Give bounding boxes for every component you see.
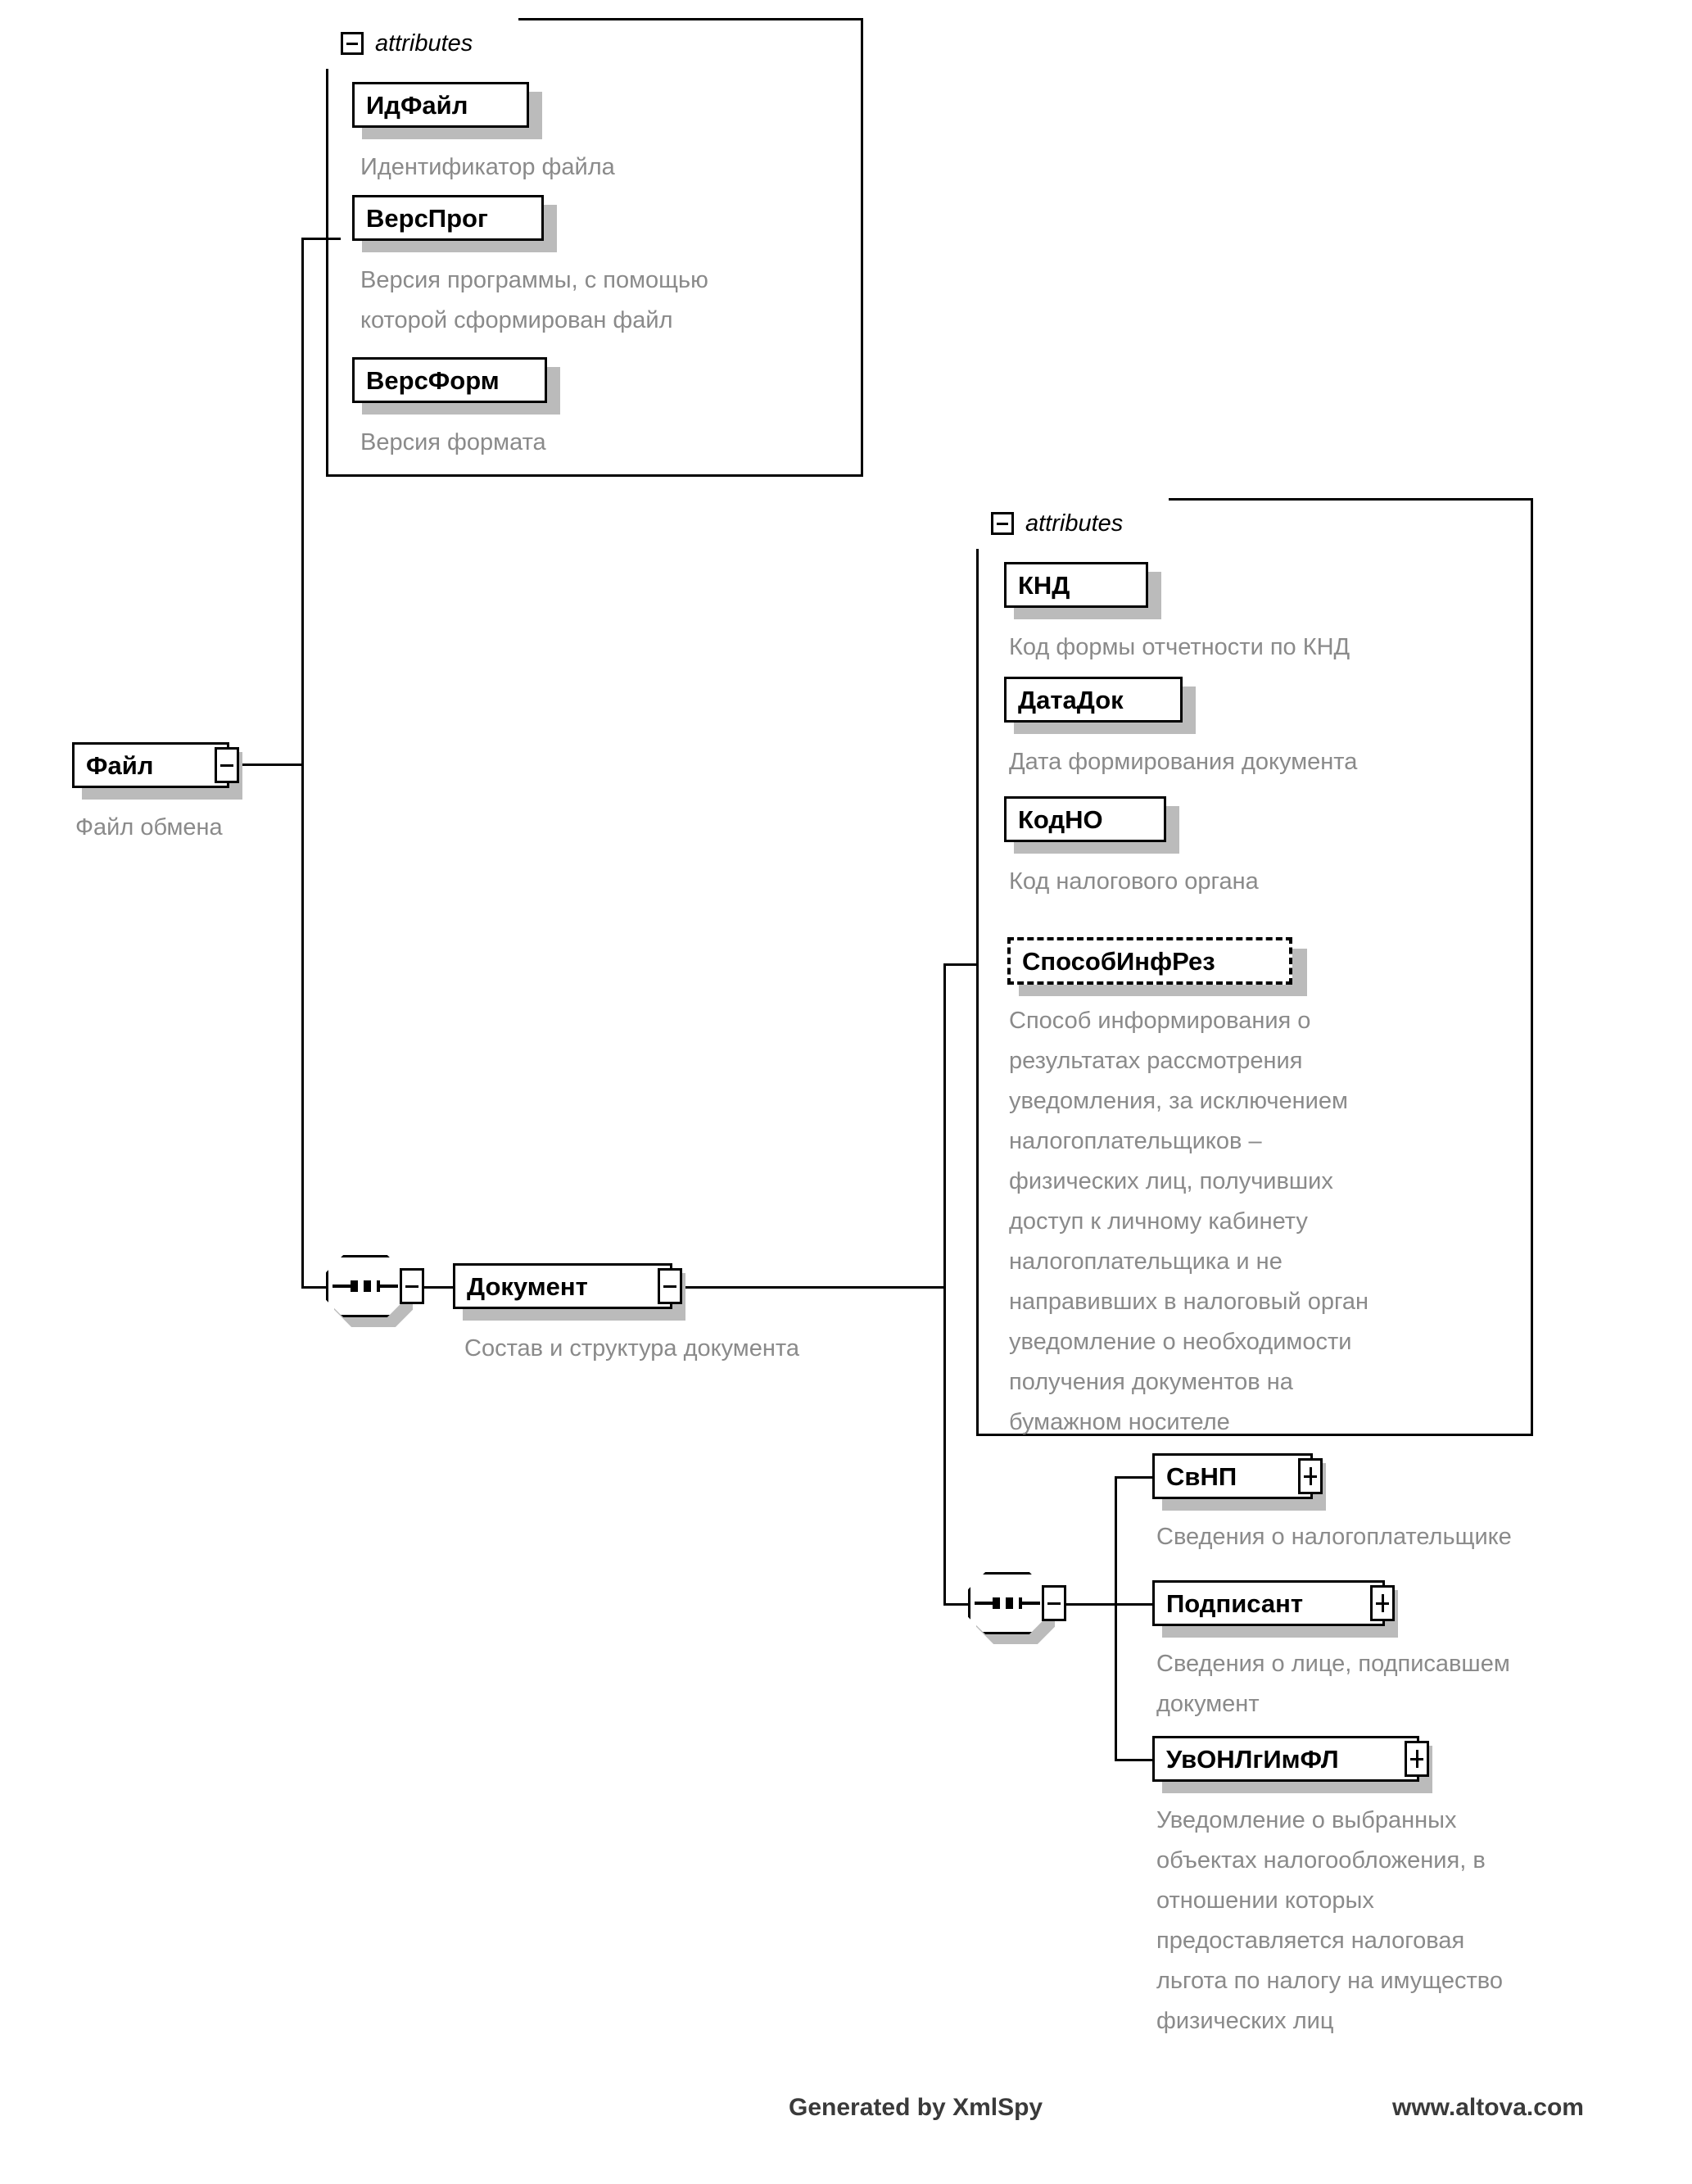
header-mask bbox=[328, 66, 523, 70]
sequence-dots bbox=[975, 1597, 1040, 1609]
sequence-dots bbox=[333, 1280, 398, 1292]
attribute-box-idfail[interactable]: ИдФайл bbox=[352, 82, 529, 128]
connector-document-attributes bbox=[943, 963, 976, 966]
element-name: Документ bbox=[467, 1271, 588, 1301]
collapse-minus-icon[interactable] bbox=[991, 512, 1014, 535]
footer-generated-by: Generated by XmlSpy bbox=[789, 2094, 1043, 2121]
connector-document-children-seq bbox=[943, 1603, 968, 1606]
connector-to-podpisant bbox=[1115, 1603, 1152, 1606]
attribute-doc-sposobinfrez: Способ информирования о результатах расс… bbox=[1009, 1008, 1369, 1435]
attribute-box-datadok[interactable]: ДатаДок bbox=[1004, 677, 1183, 723]
file-attributes-border bbox=[326, 18, 863, 477]
element-doc-uvonlgimfl: Уведомление о выбранных объектах налогоо… bbox=[1156, 1807, 1503, 2034]
file-attributes-panel bbox=[326, 18, 863, 477]
sequence-compositor-icon[interactable] bbox=[326, 1255, 413, 1327]
connector-document-right bbox=[684, 1286, 946, 1289]
attribute-doc-versprog: Версия программы, с помощью которой сфор… bbox=[360, 267, 708, 333]
connector-seq-to-document bbox=[424, 1286, 453, 1289]
connector-childseq-out bbox=[1066, 1603, 1117, 1606]
sequence-collapse-minus-icon[interactable] bbox=[400, 1268, 424, 1304]
connector-file-attributes bbox=[301, 238, 341, 240]
element-doc-podpisant: Сведения о лице, подписавшем документ bbox=[1156, 1651, 1510, 1717]
connector-to-svnp bbox=[1115, 1476, 1152, 1479]
attribute-doc-idfail: Идентификатор файла bbox=[360, 154, 615, 180]
attributes-label: attributes bbox=[375, 29, 473, 57]
element-box-svnp[interactable]: СвНП bbox=[1152, 1453, 1323, 1499]
expand-plus-icon[interactable] bbox=[1370, 1585, 1395, 1621]
attribute-name: ВерсФорм bbox=[366, 365, 500, 395]
element-name: Файл bbox=[86, 750, 154, 780]
sequence-collapse-minus-icon[interactable] bbox=[1042, 1585, 1066, 1621]
connector-document-children-trunk bbox=[943, 963, 946, 1606]
connector-document-branch bbox=[301, 1286, 326, 1289]
connector-to-uvonlgimfl bbox=[1115, 1759, 1152, 1761]
connector-main-trunk bbox=[301, 238, 304, 1286]
element-name: СвНП bbox=[1166, 1461, 1237, 1491]
attribute-doc-datadok: Дата формирования документа bbox=[1009, 749, 1358, 775]
attribute-box-kodno[interactable]: КодНО bbox=[1004, 796, 1166, 842]
attribute-box-sposobinfrez[interactable]: СпособИнфРез bbox=[1007, 937, 1292, 985]
attribute-box-versform[interactable]: ВерсФорм bbox=[352, 357, 547, 403]
attribute-name: КНД bbox=[1018, 570, 1070, 600]
sequence-compositor-icon-children[interactable] bbox=[968, 1572, 1055, 1644]
connector-children-fan bbox=[1115, 1476, 1117, 1761]
attribute-name: ДатаДок bbox=[1018, 685, 1124, 714]
element-box-dokument[interactable]: Документ bbox=[453, 1263, 682, 1309]
element-doc-dokument: Состав и структура документа bbox=[464, 1335, 799, 1362]
footer-website: www.altova.com bbox=[1392, 2094, 1584, 2121]
attribute-name: ВерсПрог bbox=[366, 203, 488, 233]
element-name: Подписант bbox=[1166, 1588, 1304, 1618]
element-box-fail[interactable]: Файл bbox=[72, 742, 239, 788]
connector-file-stub bbox=[233, 763, 303, 766]
element-doc-fail: Файл обмена bbox=[75, 814, 223, 841]
expand-plus-icon[interactable] bbox=[1405, 1741, 1429, 1777]
attribute-name: СпособИнфРез bbox=[1022, 946, 1215, 976]
attribute-name: ИдФайл bbox=[366, 90, 468, 120]
document-attributes-panel bbox=[976, 498, 1533, 1436]
collapse-minus-icon[interactable] bbox=[341, 32, 364, 55]
collapse-minus-icon[interactable] bbox=[658, 1268, 682, 1304]
document-attributes-header[interactable]: attributes bbox=[976, 498, 1174, 551]
attribute-name: КодНО bbox=[1018, 804, 1103, 834]
collapse-minus-icon[interactable] bbox=[215, 747, 239, 783]
document-attributes-border bbox=[976, 498, 1533, 1436]
attributes-label: attributes bbox=[1025, 510, 1124, 537]
attribute-doc-knd: Код формы отчетности по КНД bbox=[1009, 634, 1350, 660]
header-mask bbox=[979, 546, 1174, 551]
element-doc-svnp: Сведения о налогоплательщике bbox=[1156, 1524, 1512, 1550]
element-box-uvonlgimfl[interactable]: УвОНЛгИмФЛ bbox=[1152, 1736, 1429, 1782]
element-name: УвОНЛгИмФЛ bbox=[1166, 1744, 1339, 1774]
attribute-doc-kodno: Код налогового органа bbox=[1009, 868, 1259, 895]
attribute-box-versprog[interactable]: ВерсПрог bbox=[352, 195, 544, 241]
element-box-podpisant[interactable]: Подписант bbox=[1152, 1580, 1395, 1626]
attribute-doc-versform: Версия формата bbox=[360, 429, 546, 455]
expand-plus-icon[interactable] bbox=[1298, 1458, 1323, 1494]
file-attributes-header[interactable]: attributes bbox=[326, 18, 523, 70]
attribute-box-knd[interactable]: КНД bbox=[1004, 562, 1148, 608]
